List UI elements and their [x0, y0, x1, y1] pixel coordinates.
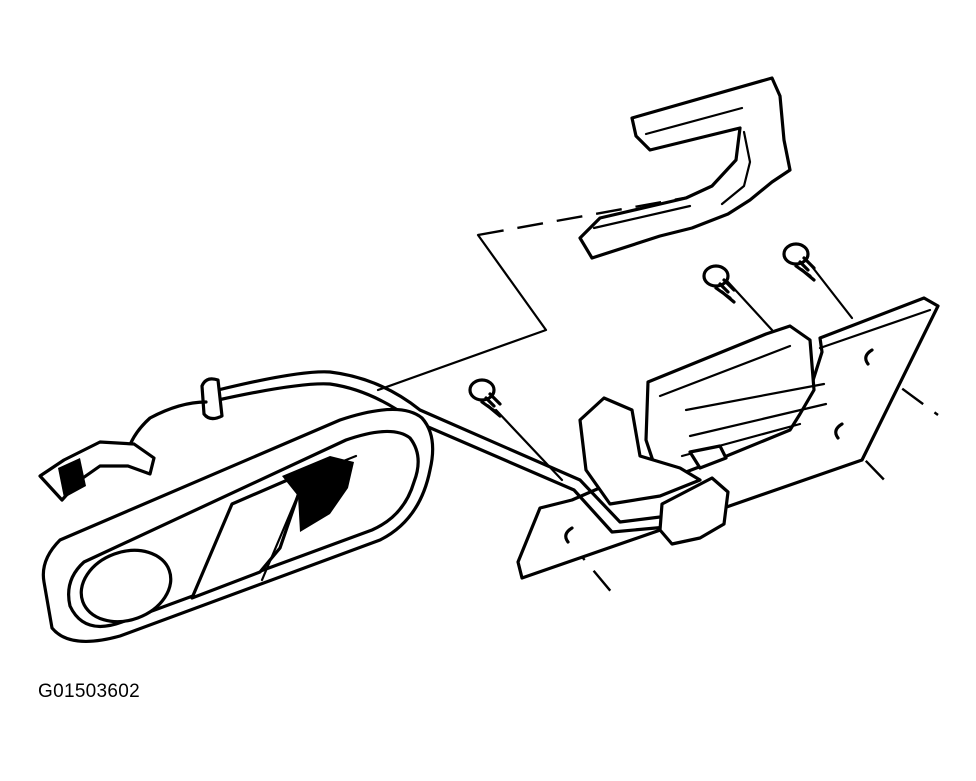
screw-thread-2 [794, 256, 816, 282]
handle-lever-shadow [282, 456, 354, 532]
trim-insert-outline [578, 76, 792, 260]
screws [468, 242, 816, 418]
bezel-inner-rim [67, 429, 420, 629]
trim-insert [578, 76, 792, 260]
screw-head-3 [468, 378, 496, 402]
housing-lower [578, 396, 702, 506]
rod-path-upper [216, 370, 702, 524]
handle-housing [578, 324, 828, 506]
handle-lever-pad [190, 470, 308, 600]
inside-handle-bezel [38, 407, 435, 643]
screw-head-2 [782, 242, 810, 266]
screw-thread-1 [714, 278, 736, 304]
screw-3 [468, 378, 502, 418]
handle-lever-edge [260, 454, 358, 582]
screw-2 [782, 242, 816, 282]
lock-rod [124, 370, 730, 546]
housing-latch [688, 444, 728, 470]
screw-shaft-line-2 [808, 262, 854, 320]
bezel-end-cap [38, 440, 156, 502]
rod-end-retainer [200, 377, 224, 421]
screw-head-1 [702, 264, 730, 288]
bracket-slot-3 [564, 526, 574, 544]
bracket-slot-1 [864, 348, 874, 366]
figure-code-label: G01503602 [38, 681, 141, 702]
leader-line-trim [376, 233, 548, 392]
screw-1 [702, 264, 736, 304]
bezel-cap-recess [58, 458, 86, 498]
housing-ribs [658, 344, 828, 458]
lock-knob-opening [79, 548, 173, 624]
rod-clip [658, 476, 730, 546]
screw-thread-3 [480, 392, 502, 418]
bracket-edge [818, 308, 932, 350]
bracket-slot-2 [834, 422, 844, 440]
trim-insert-detail [592, 106, 752, 230]
